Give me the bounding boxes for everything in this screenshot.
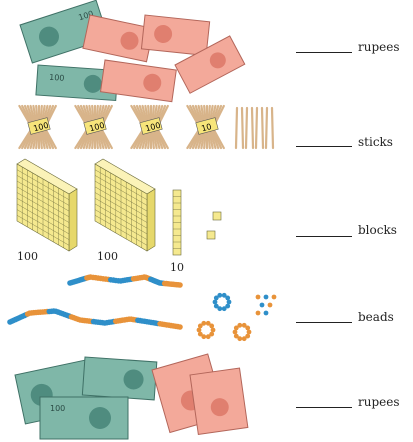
bead-strings <box>7 274 277 342</box>
answer-blank[interactable] <box>296 146 352 147</box>
row-label: sticks <box>358 135 393 149</box>
bead <box>271 294 277 300</box>
bead <box>209 331 215 337</box>
bead <box>177 282 183 288</box>
bead <box>177 324 183 330</box>
bead <box>217 292 223 298</box>
loose-stick <box>270 106 275 150</box>
bead <box>225 303 231 309</box>
bundle-tag: 100 <box>32 121 49 134</box>
answer-blank[interactable] <box>296 322 352 323</box>
bead <box>225 295 231 301</box>
answer-blank[interactable] <box>296 407 352 408</box>
bead <box>241 322 247 328</box>
note-value-text: 100 <box>50 404 65 413</box>
row-label: rupees <box>358 395 400 409</box>
stick-bundle: 100 <box>74 104 113 150</box>
bead <box>259 302 265 308</box>
sticks-row: 100 100 100 10 sticks <box>0 100 413 155</box>
bead <box>233 333 239 339</box>
blocks-row: 100 100 10 blocks <box>0 158 413 275</box>
bead <box>221 306 227 312</box>
bead <box>263 294 269 300</box>
bead <box>201 334 207 340</box>
bead <box>212 299 218 305</box>
note-value-text: 100 <box>49 73 65 83</box>
loose-stick <box>260 106 265 150</box>
stick-bundles: 100 100 100 10 <box>18 104 275 150</box>
bead <box>213 295 219 301</box>
row-label: rupees <box>358 40 400 54</box>
loose-stick <box>240 106 245 150</box>
loose-stick <box>250 106 255 150</box>
bead <box>237 322 243 328</box>
bead <box>221 292 227 298</box>
bead <box>241 336 247 342</box>
bead <box>245 333 251 339</box>
bead <box>205 320 211 326</box>
loose-stick <box>264 106 269 150</box>
row-label: blocks <box>358 223 397 237</box>
block-number: 10 <box>170 261 184 274</box>
block-number: 100 <box>17 250 38 263</box>
stick-bundle: 10 <box>186 104 225 150</box>
loose-stick <box>254 106 259 150</box>
bead <box>197 323 203 329</box>
rupees-row-top: 100 100 rupees <box>0 0 413 103</box>
block-number: 100 <box>97 250 118 263</box>
bead <box>255 294 261 300</box>
bead <box>201 320 207 326</box>
bead <box>233 325 239 331</box>
bead <box>205 334 211 340</box>
answer-blank[interactable] <box>296 236 352 237</box>
bead <box>245 325 251 331</box>
beads-row: beads <box>0 274 413 360</box>
rupee-notes-top: 100 100 <box>19 0 246 103</box>
bead <box>217 306 223 312</box>
bead <box>226 299 232 305</box>
bead <box>267 302 273 308</box>
loose-stick <box>244 106 249 150</box>
bead <box>210 327 216 333</box>
row-label: beads <box>358 310 394 324</box>
bead <box>263 310 269 316</box>
bead <box>246 329 252 335</box>
bead <box>196 327 202 333</box>
stick-bundle: 100 <box>18 104 57 150</box>
bead <box>237 336 243 342</box>
rupee-notes-bottom: 100 <box>14 353 249 440</box>
bundle-tag: 100 <box>88 121 105 134</box>
bead <box>213 303 219 309</box>
rupees-row-bottom: 100 rupees <box>0 345 413 442</box>
bundle-tag: 10 <box>200 122 212 133</box>
base-ten-blocks <box>16 158 222 256</box>
loose-stick <box>234 106 239 150</box>
bundle-tag: 100 <box>144 121 161 134</box>
bead <box>255 310 261 316</box>
stick-bundle: 100 <box>130 104 169 150</box>
bead <box>209 323 215 329</box>
bead <box>197 331 203 337</box>
answer-blank[interactable] <box>296 52 352 53</box>
bead <box>232 329 238 335</box>
